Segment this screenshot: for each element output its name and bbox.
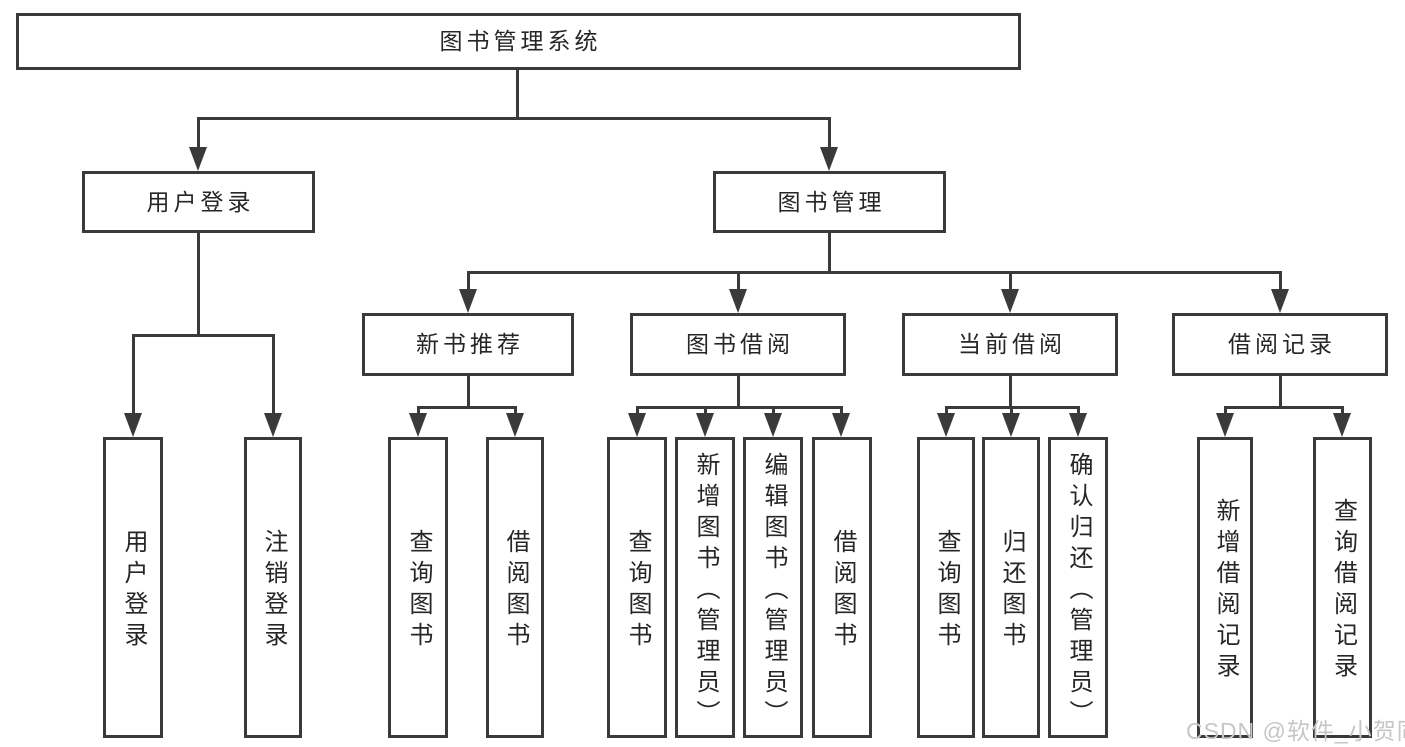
node-label: 新书推荐 xyxy=(416,331,524,357)
node-borrow-records: 借阅记录 xyxy=(1172,313,1388,376)
connector-line xyxy=(737,376,740,409)
leaf-borrow-books: 借阅图书 xyxy=(812,437,872,738)
connector-line xyxy=(1224,406,1343,409)
connector-line xyxy=(636,406,843,409)
connector-line xyxy=(132,334,274,337)
connector-line xyxy=(132,334,135,415)
connector-line xyxy=(1224,406,1227,417)
leaf-logout: 注销登录 xyxy=(244,437,302,738)
arrow-down-icon xyxy=(506,413,524,437)
arrow-down-icon xyxy=(832,413,850,437)
arrow-down-icon xyxy=(1271,289,1289,313)
node-label: 图书借阅 xyxy=(686,331,794,357)
node-label: 用户登录 xyxy=(146,188,255,215)
connector-line xyxy=(514,406,517,417)
node-book-management: 图书管理 xyxy=(713,171,946,233)
connector-line xyxy=(1009,376,1012,409)
node-label: 查询图书 xyxy=(933,529,960,653)
node-label: 借阅图书 xyxy=(829,529,856,653)
node-new-book-recommend: 新书推荐 xyxy=(362,313,574,376)
arrow-down-icon xyxy=(1069,413,1087,437)
connector-line xyxy=(1279,376,1282,409)
connector-line xyxy=(1341,406,1344,417)
arrow-down-icon xyxy=(1333,413,1351,437)
node-label: 当前借阅 xyxy=(958,331,1066,357)
connector-line xyxy=(945,406,948,417)
arrow-down-icon xyxy=(189,147,207,171)
connector-line xyxy=(1010,406,1013,417)
node-label: 图书管理 xyxy=(777,188,886,215)
connector-line xyxy=(197,233,200,337)
csdn-watermark: CSDN @软件_小贺同学 xyxy=(1186,718,1405,744)
connector-line xyxy=(1077,406,1080,417)
node-label: 归还图书 xyxy=(998,529,1025,653)
node-label: 新增图书（管理员） xyxy=(692,451,719,731)
connector-line xyxy=(467,376,470,409)
connector-line xyxy=(467,271,1281,274)
arrow-down-icon xyxy=(764,413,782,437)
node-label: 用户登录 xyxy=(120,529,147,653)
connector-line xyxy=(828,117,831,150)
node-root-system: 图书管理系统 xyxy=(16,13,1021,70)
connector-line xyxy=(1009,271,1012,293)
leaf-query-books-current: 查询图书 xyxy=(917,437,975,738)
connector-line xyxy=(467,271,470,293)
arrow-down-icon xyxy=(628,413,646,437)
node-label: 查询借阅记录 xyxy=(1329,498,1357,684)
connector-line xyxy=(1279,271,1282,293)
connector-line xyxy=(828,233,831,274)
leaf-confirm-return-admin: 确认归还（管理员） xyxy=(1048,437,1108,738)
leaf-add-borrow-record: 新增借阅记录 xyxy=(1197,437,1253,738)
connector-line xyxy=(772,406,775,417)
arrow-down-icon xyxy=(1002,413,1020,437)
node-label: 新增借阅记录 xyxy=(1212,498,1239,684)
node-label: 借阅图书 xyxy=(502,529,529,653)
connector-line xyxy=(636,406,639,417)
connector-line xyxy=(840,406,843,417)
leaf-query-books-recommend: 查询图书 xyxy=(388,437,448,738)
leaf-query-books-borrow: 查询图书 xyxy=(607,437,667,738)
node-label: 查询图书 xyxy=(405,529,432,653)
node-label: 确认归还（管理员） xyxy=(1065,451,1092,731)
connector-line xyxy=(704,406,707,417)
node-current-borrow: 当前借阅 xyxy=(902,313,1118,376)
arrow-down-icon xyxy=(1216,413,1234,437)
arrow-down-icon xyxy=(696,413,714,437)
node-label: 图书管理系统 xyxy=(439,28,602,54)
leaf-edit-book-admin: 编辑图书（管理员） xyxy=(743,437,803,738)
leaf-add-book-admin: 新增图书（管理员） xyxy=(675,437,735,738)
leaf-borrow-books-recommend: 借阅图书 xyxy=(486,437,544,738)
arrow-down-icon xyxy=(264,413,282,437)
arrow-down-icon xyxy=(820,147,838,171)
connector-line xyxy=(417,406,516,409)
arrow-down-icon xyxy=(124,413,142,437)
node-book-borrow: 图书借阅 xyxy=(630,313,846,376)
leaf-query-borrow-record: 查询借阅记录 xyxy=(1313,437,1372,738)
arrow-down-icon xyxy=(409,413,427,437)
arrow-down-icon xyxy=(937,413,955,437)
leaf-user-login: 用户登录 xyxy=(103,437,163,738)
arrow-down-icon xyxy=(729,289,747,313)
connector-line xyxy=(737,271,740,293)
connector-line xyxy=(197,117,200,150)
connector-line xyxy=(197,117,830,120)
arrow-down-icon xyxy=(1001,289,1019,313)
connector-line xyxy=(516,70,519,118)
node-label: 注销登录 xyxy=(260,529,287,653)
arrow-down-icon xyxy=(459,289,477,313)
connector-line xyxy=(272,334,275,415)
node-label: 编辑图书（管理员） xyxy=(760,451,787,731)
node-label: 查询图书 xyxy=(624,529,651,653)
leaf-return-book: 归还图书 xyxy=(982,437,1040,738)
node-user-login: 用户登录 xyxy=(82,171,315,233)
node-label: 借阅记录 xyxy=(1228,331,1336,357)
connector-line xyxy=(417,406,420,417)
